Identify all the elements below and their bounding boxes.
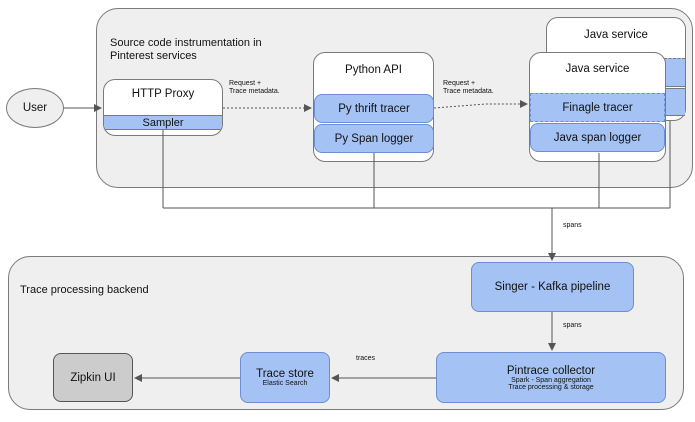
- java-span-logger-label: Java span logger: [553, 131, 642, 144]
- request-label-1-line2: Trace metadata.: [229, 88, 280, 95]
- zipkin-ui-node: Zipkin UI: [53, 353, 133, 402]
- py-thrift-tracer-node: Py thrift tracer: [314, 94, 434, 123]
- http-proxy-node: HTTP Proxy Sampler: [103, 79, 223, 136]
- http-proxy-label: HTTP Proxy: [131, 88, 195, 100]
- user-node: User: [6, 88, 64, 128]
- backend-region-label: Trace processing backend: [20, 284, 149, 296]
- request-label-2: Request + Trace metadata.: [443, 80, 494, 96]
- py-span-logger-label: Py Span logger: [334, 132, 414, 145]
- finagle-tracer-label: Finagle tracer: [562, 101, 633, 114]
- finagle-tracer-node: Finagle tracer: [530, 93, 665, 122]
- pintrace-collector-title: Pintrace collector: [506, 364, 596, 377]
- py-span-logger-node: Py Span logger: [314, 124, 434, 153]
- java-service-back-tracer: [664, 58, 685, 87]
- pintrace-collector-line1: Spark - Span aggregation: [511, 376, 591, 384]
- trace-store-title: Trace store: [256, 368, 314, 380]
- trace-store-node: Trace store Elastic Search: [240, 352, 330, 403]
- py-thrift-tracer-label: Py thrift tracer: [338, 102, 410, 115]
- source-region-label: Source code instrumentation in Pinterest…: [110, 37, 262, 62]
- request-label-2-line1: Request +: [443, 80, 476, 87]
- java-span-logger-node: Java span logger: [530, 123, 665, 152]
- zipkin-ui-label: Zipkin UI: [70, 371, 116, 384]
- python-to-java-arrow: [433, 100, 528, 109]
- spans-label-1: spans: [563, 222, 582, 229]
- java-service-back-logger: [664, 88, 685, 116]
- request-label-2-line2: Trace metadata.: [443, 88, 494, 95]
- request-label-1: Request + Trace metadata.: [229, 80, 280, 96]
- sampler-node: Sampler: [104, 115, 222, 130]
- trace-store-sub: Elastic Search: [262, 380, 308, 387]
- spans-label-2: spans: [563, 322, 582, 329]
- singer-kafka-label: Singer - Kafka pipeline: [494, 281, 611, 293]
- java-service-back-label: Java service: [584, 29, 648, 41]
- user-label: User: [22, 102, 48, 114]
- pintrace-collector-node: Pintrace collector Spark - Span aggregat…: [436, 352, 666, 403]
- request-label-1-line1: Request +: [229, 80, 262, 87]
- java-service-label: Java service: [565, 63, 630, 75]
- traces-label: traces: [356, 355, 376, 362]
- sampler-label: Sampler: [142, 116, 184, 129]
- python-api-label: Python API: [345, 64, 402, 76]
- pintrace-collector-line2: Trace processing & storage: [508, 383, 594, 391]
- singer-kafka-node: Singer - Kafka pipeline: [471, 262, 634, 312]
